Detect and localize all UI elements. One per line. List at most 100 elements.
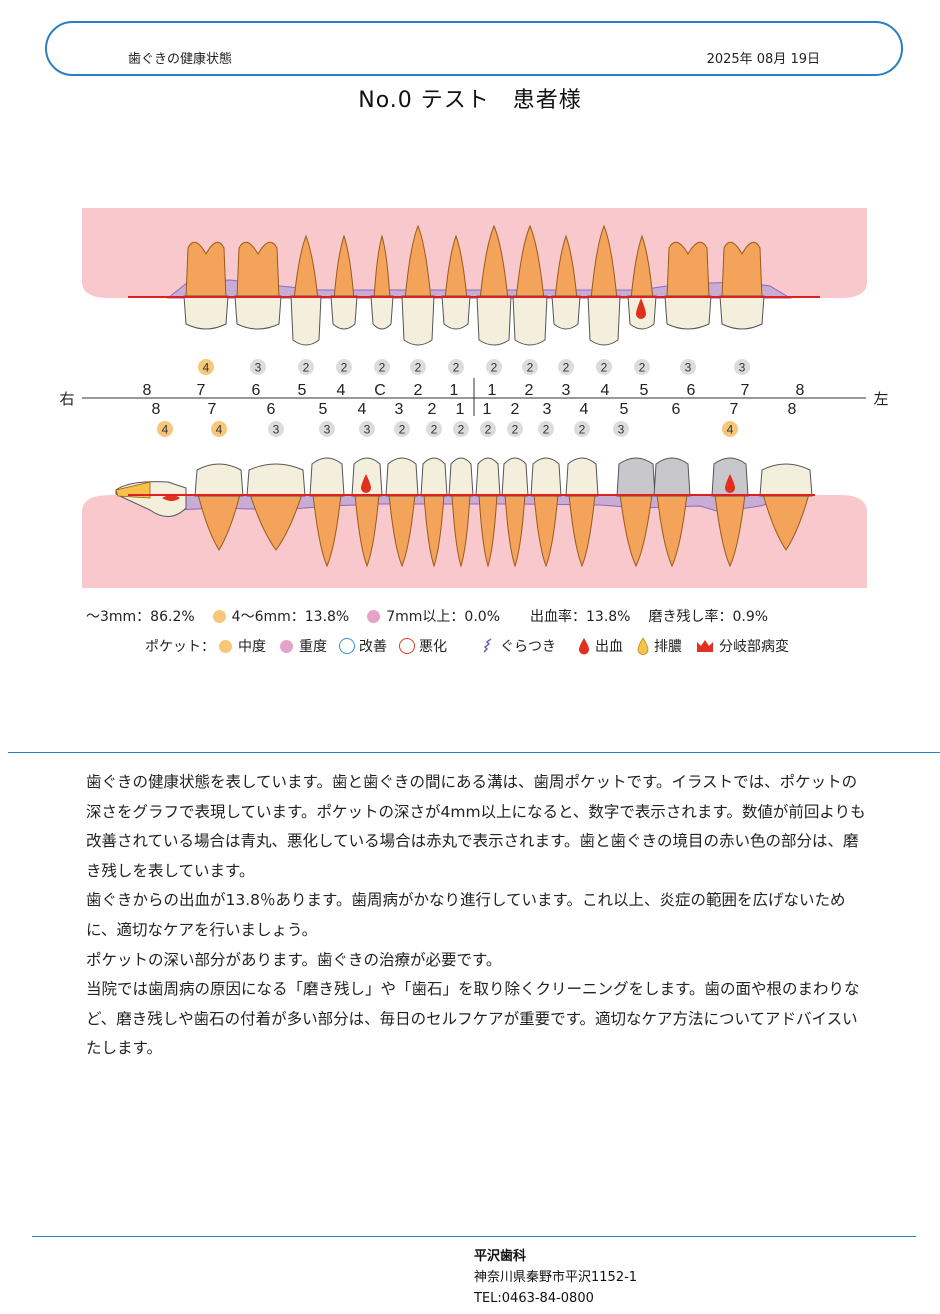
legend-worsened: 悪化 bbox=[419, 639, 447, 655]
description: 歯ぐきの健康状態を表しています。歯と歯ぐきの間にある溝は、歯周ポケットです。イラ… bbox=[86, 768, 866, 1064]
moderate-dot-icon bbox=[212, 609, 226, 623]
tooth-crown bbox=[194, 463, 244, 497]
tooth-root bbox=[619, 493, 653, 568]
lower-tooth bbox=[616, 457, 656, 568]
metal-crown bbox=[616, 457, 656, 497]
furcation-crown-icon bbox=[697, 640, 713, 652]
description-paragraph: ポケットの深い部分があります。歯ぐきの治療が必要です。 bbox=[86, 950, 502, 969]
pocket-depth-badge bbox=[394, 421, 410, 437]
lower-tooth bbox=[475, 457, 501, 568]
upper-tooth bbox=[234, 241, 282, 330]
tooth-crown bbox=[501, 457, 529, 497]
pocket-depth-badge bbox=[448, 359, 464, 375]
tooth-root bbox=[515, 224, 545, 301]
lower-tooth bbox=[385, 457, 419, 568]
pocket-depth-badge bbox=[680, 359, 696, 375]
pus-drop-icon bbox=[637, 637, 649, 655]
pocket-depth-badge bbox=[734, 359, 750, 375]
lower-tooth bbox=[565, 457, 599, 568]
pocket-depth-value: 4 bbox=[216, 423, 223, 437]
tooth-root bbox=[312, 493, 342, 568]
tooth-crown bbox=[246, 463, 306, 497]
pocket-depth-badge bbox=[507, 421, 523, 437]
pocket-depth-value: 3 bbox=[618, 423, 625, 437]
pocket-depth-badge bbox=[538, 421, 554, 437]
tooth-root bbox=[333, 234, 355, 301]
side-label-left: 左 bbox=[873, 391, 888, 408]
header-frame bbox=[45, 21, 903, 76]
tooth-crown bbox=[587, 295, 621, 346]
pocket-depth-value: 3 bbox=[685, 361, 692, 375]
tooth-root bbox=[478, 493, 498, 568]
stat-plaque-rate: 磨き残し率：0.9% bbox=[648, 609, 769, 625]
tooth-crown bbox=[401, 295, 435, 346]
lower-tooth bbox=[246, 463, 306, 551]
stat-range-3: ～3mm：86.2% bbox=[86, 609, 195, 625]
legend-mobility: ぐらつき bbox=[500, 639, 556, 655]
tooth-root bbox=[656, 493, 688, 568]
tooth-crown bbox=[759, 463, 813, 497]
pocket-depth-badge bbox=[613, 421, 629, 437]
stat-range-4-6: 4～6mm：13.8% bbox=[231, 609, 350, 625]
tooth-root bbox=[444, 234, 468, 301]
pocket-depth-value: 2 bbox=[341, 361, 348, 375]
lower-tooth-number: 1 bbox=[456, 401, 465, 418]
clinic-name: 平沢歯科 bbox=[474, 1249, 527, 1264]
pocket-depth-value: 3 bbox=[255, 361, 262, 375]
tooth-root bbox=[568, 493, 596, 568]
pocket-depth-value: 2 bbox=[579, 423, 586, 437]
tooth-crown bbox=[420, 457, 448, 497]
pocket-depth-badge bbox=[596, 359, 612, 375]
lower-tooth bbox=[309, 457, 345, 568]
tooth-crown bbox=[234, 295, 282, 330]
pocket-depth-badge bbox=[486, 359, 502, 375]
tooth-crown bbox=[664, 295, 712, 330]
lower-tooth-number: 3 bbox=[543, 401, 552, 418]
bleeding-drop-icon bbox=[725, 474, 735, 493]
tooth-root bbox=[630, 234, 654, 301]
bleeding-drop-icon bbox=[579, 638, 589, 655]
tooth-root bbox=[590, 224, 618, 301]
upper-tooth-number: 8 bbox=[796, 382, 805, 399]
upper-tooth-number: 1 bbox=[488, 382, 497, 399]
report-date: 2025年 08月 19日 bbox=[706, 52, 820, 67]
pocket-depth-badge bbox=[359, 421, 375, 437]
tooth-crown bbox=[448, 457, 474, 497]
pocket-depth-value: 2 bbox=[491, 361, 498, 375]
tooth-root bbox=[249, 493, 303, 551]
description-paragraph: 歯ぐきからの出血が13.8％あります。歯周病がかなり進行しています。これ以上、炎… bbox=[86, 891, 846, 939]
pocket-depth-value: 2 bbox=[431, 423, 438, 437]
legend: ポケット： 中度 重度 改善 悪化 ぐらつき 出血 排膿 分岐部病変 bbox=[145, 636, 789, 656]
upper-tooth-number: C bbox=[374, 382, 386, 399]
upper-tooth bbox=[476, 224, 512, 346]
upper-tooth bbox=[512, 224, 548, 346]
pocket-depth-value: 2 bbox=[512, 423, 519, 437]
legend-moderate: 中度 bbox=[238, 639, 266, 655]
severe-dot-icon bbox=[280, 639, 293, 653]
tooth-crown bbox=[719, 295, 765, 330]
lower-tooth bbox=[653, 457, 691, 568]
upper-tooth bbox=[441, 234, 471, 330]
clinic-info: 平沢歯科 神奈川県秦野市平沢1152-1 TEL:0463-84-0800 bbox=[474, 1246, 637, 1309]
tooth-crown bbox=[183, 295, 229, 330]
upper-tooth-number: 6 bbox=[252, 382, 261, 399]
pocket-depth-value: 2 bbox=[485, 423, 492, 437]
tooth-crown bbox=[309, 457, 345, 497]
pocket-depth-badge bbox=[198, 359, 214, 375]
legend-bleeding: 出血 bbox=[595, 639, 623, 655]
upper-tooth-number: 2 bbox=[414, 382, 423, 399]
upper-tooth-number: 2 bbox=[525, 382, 534, 399]
pocket-depth-value: 3 bbox=[324, 423, 331, 437]
upper-tooth bbox=[370, 234, 394, 330]
upper-tooth bbox=[719, 241, 765, 330]
lower-tooth bbox=[759, 463, 813, 551]
upper-tooth-number: 5 bbox=[298, 382, 307, 399]
upper-tooth-number: 1 bbox=[450, 382, 459, 399]
upper-tooth-number: 7 bbox=[197, 382, 206, 399]
pocket-depth-badge bbox=[558, 359, 574, 375]
pocket-depth-badge bbox=[336, 359, 352, 375]
tooth-root bbox=[197, 493, 241, 551]
pocket-depth-badge bbox=[250, 359, 266, 375]
legend-pocket-label: ポケット： bbox=[145, 639, 215, 655]
bleeding-drop-icon bbox=[162, 495, 180, 501]
